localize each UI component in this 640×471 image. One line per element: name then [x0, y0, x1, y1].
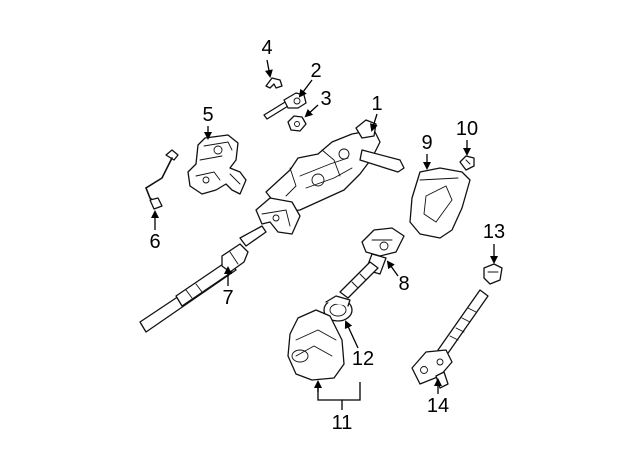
svg-text:6: 6 — [149, 231, 160, 253]
svg-text:7: 7 — [222, 287, 233, 309]
part-8-lower-shaft — [339, 227, 405, 299]
svg-text:10: 10 — [456, 118, 478, 140]
svg-text:13: 13 — [483, 221, 505, 243]
callout-9: 9 — [421, 132, 433, 170]
part-5-switch-housing — [187, 134, 247, 195]
part-11-boot — [287, 309, 345, 381]
part-4-clip — [265, 77, 283, 89]
callout-4: 4 — [261, 37, 273, 78]
svg-text:11: 11 — [332, 412, 353, 434]
callout-5: 5 — [202, 104, 214, 140]
svg-text:3: 3 — [320, 88, 331, 110]
part-14-steering-shaft — [411, 289, 489, 389]
part-6-cable — [145, 149, 179, 210]
callout-3: 3 — [304, 88, 332, 118]
callout-11: 11 — [314, 380, 361, 434]
part-13-bushing — [483, 263, 503, 285]
part-3-clip — [287, 115, 307, 132]
callout-12: 12 — [344, 320, 374, 370]
svg-text:1: 1 — [371, 93, 382, 115]
callout-8: 8 — [386, 260, 410, 295]
callout-6: 6 — [149, 210, 161, 253]
part-7-intermediate-shaft — [139, 225, 267, 333]
callout-10: 10 — [456, 118, 478, 156]
svg-text:12: 12 — [352, 348, 374, 370]
part-10-plug — [459, 155, 475, 171]
callout-1: 1 — [369, 93, 383, 132]
svg-text:9: 9 — [421, 132, 432, 154]
callout-13: 13 — [483, 221, 505, 264]
svg-text:14: 14 — [427, 395, 449, 417]
svg-text:8: 8 — [398, 273, 409, 295]
part-9-column-cover — [409, 167, 471, 239]
callout-2: 2 — [298, 60, 322, 98]
callout-7: 7 — [222, 266, 234, 309]
part-2-key-cylinder — [263, 92, 307, 120]
svg-text:4: 4 — [261, 37, 272, 59]
svg-text:2: 2 — [310, 60, 321, 82]
part-12-seal — [323, 295, 353, 322]
callout-14: 14 — [427, 378, 449, 417]
part-1-steering-column — [255, 119, 405, 235]
svg-text:5: 5 — [202, 104, 213, 126]
